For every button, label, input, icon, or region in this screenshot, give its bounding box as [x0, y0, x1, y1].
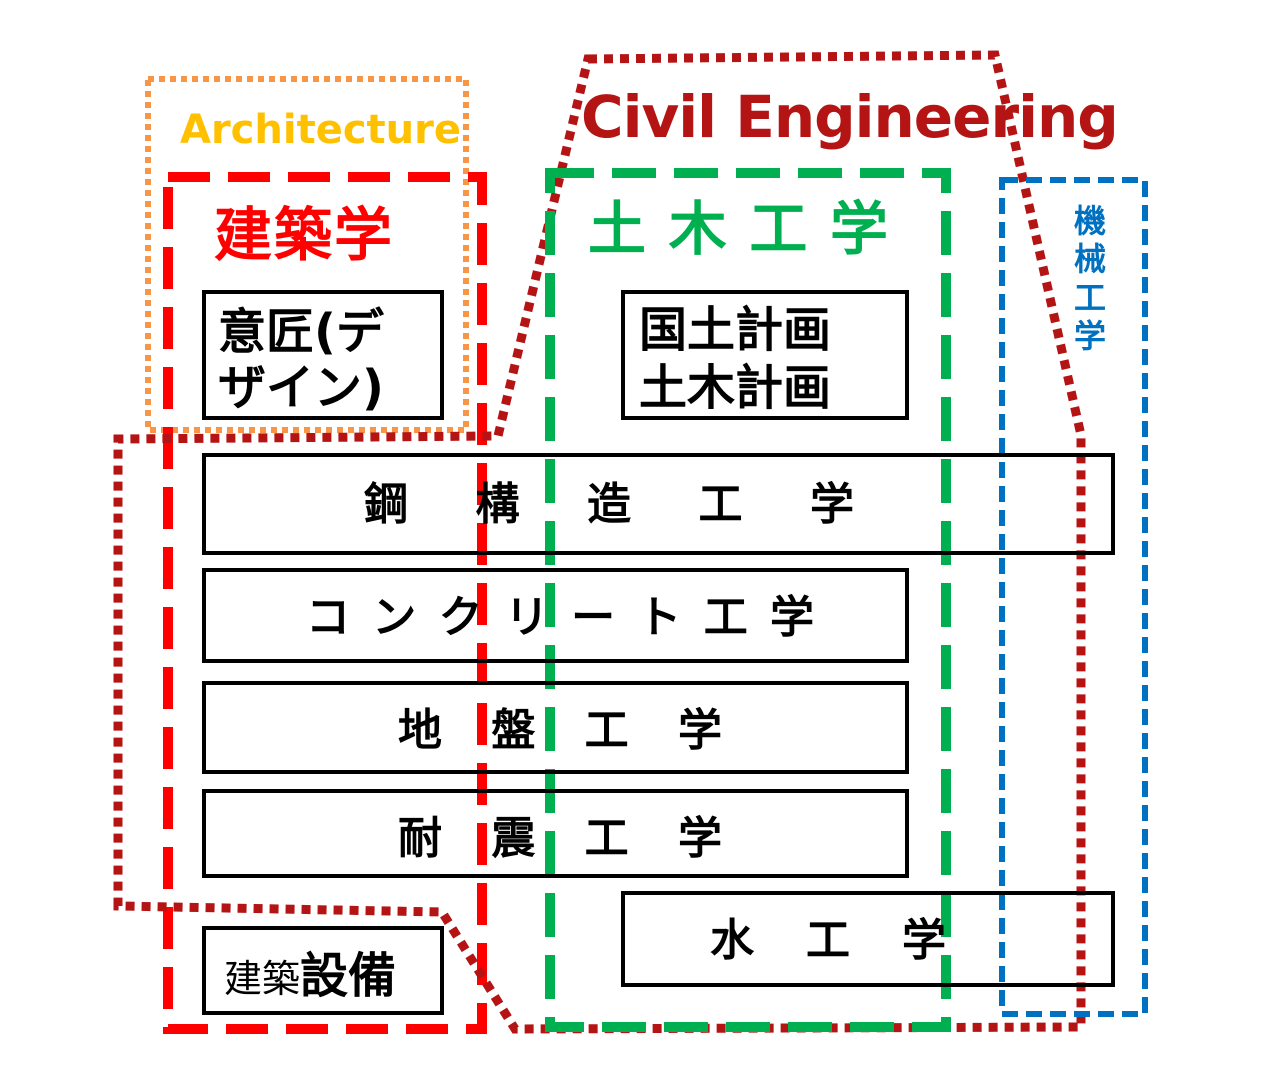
taishin-char: 震: [491, 813, 536, 864]
jiban-char: 学: [677, 705, 722, 756]
kouzou-char: 鋼: [364, 479, 408, 530]
concrete-char: ー: [571, 592, 616, 643]
concrete-char: ン: [372, 592, 417, 643]
doboku-char: 学: [829, 195, 888, 263]
box-mizu: 水 工 学: [621, 891, 1115, 987]
kikai-char: 械: [1074, 240, 1107, 279]
kenchiku-outline: [163, 172, 487, 1034]
doboku-label: 土 木 工 学: [588, 200, 888, 258]
box-isho: 意匠(デ ザイン): [202, 290, 444, 420]
taishin-char: 耐: [398, 813, 442, 864]
taishin-char: 学: [677, 813, 722, 864]
doboku-char: 工: [749, 195, 808, 263]
mizu-char: 水: [710, 915, 754, 966]
setsubi-part2: 設備: [300, 948, 397, 1004]
box-setsubi: 建築設備: [202, 926, 444, 1015]
kouzou-char: 造: [587, 479, 631, 530]
doboku-outline: [545, 168, 951, 1032]
jiban-char: 工: [584, 705, 629, 756]
kikai-char: 工: [1074, 278, 1107, 317]
kenchikugaku-label: 建築学: [214, 201, 395, 269]
kokudo-line2: 土木計画: [639, 360, 832, 416]
kouzou-char: 学: [810, 479, 854, 530]
concrete-char: ク: [438, 592, 483, 643]
kouzou-char: 工: [698, 479, 743, 530]
box-kouzou: 鋼 構 造 工 学: [202, 453, 1115, 555]
doboku-char: 土: [588, 195, 647, 263]
box-kokudo: 国土計画 土木計画: [621, 290, 909, 420]
concrete-char: 工: [703, 592, 748, 643]
jiban-char: 盤: [491, 705, 536, 756]
kikai-outline: [999, 177, 1148, 1017]
box-jiban: 地 盤 工 学: [202, 681, 909, 774]
mizu-char: 工: [806, 915, 850, 966]
architecture-label: Architecture: [180, 107, 461, 153]
concrete-char: リ: [504, 592, 549, 643]
kouzou-char: 構: [475, 479, 520, 530]
kikai-char: 学: [1074, 317, 1107, 356]
concrete-char: ト: [637, 592, 682, 643]
box-concrete: コ ン ク リ ー ト 工 学: [202, 568, 909, 663]
architecture-outline: [145, 76, 469, 433]
jiban-char: 地: [398, 705, 442, 756]
box-taishin: 耐 震 工 学: [202, 789, 909, 878]
doboku-char: 木: [668, 195, 727, 263]
civil-outline: [113, 50, 1086, 1034]
concrete-char: 学: [769, 592, 814, 643]
mizu-char: 学: [902, 915, 946, 966]
taishin-char: 工: [584, 813, 629, 864]
isho-line2: ザイン): [218, 360, 384, 416]
setsubi-part1: 建築: [224, 957, 301, 1001]
civil-engineering-label: Civil Engineering: [581, 83, 1119, 151]
concrete-char: コ: [306, 592, 350, 643]
kokudo-line1: 国土計画: [639, 302, 832, 358]
kikai-label: 機 械 工 学: [1074, 202, 1106, 356]
kikai-char: 機: [1074, 202, 1107, 240]
isho-line1: 意匠(デ: [218, 304, 384, 360]
